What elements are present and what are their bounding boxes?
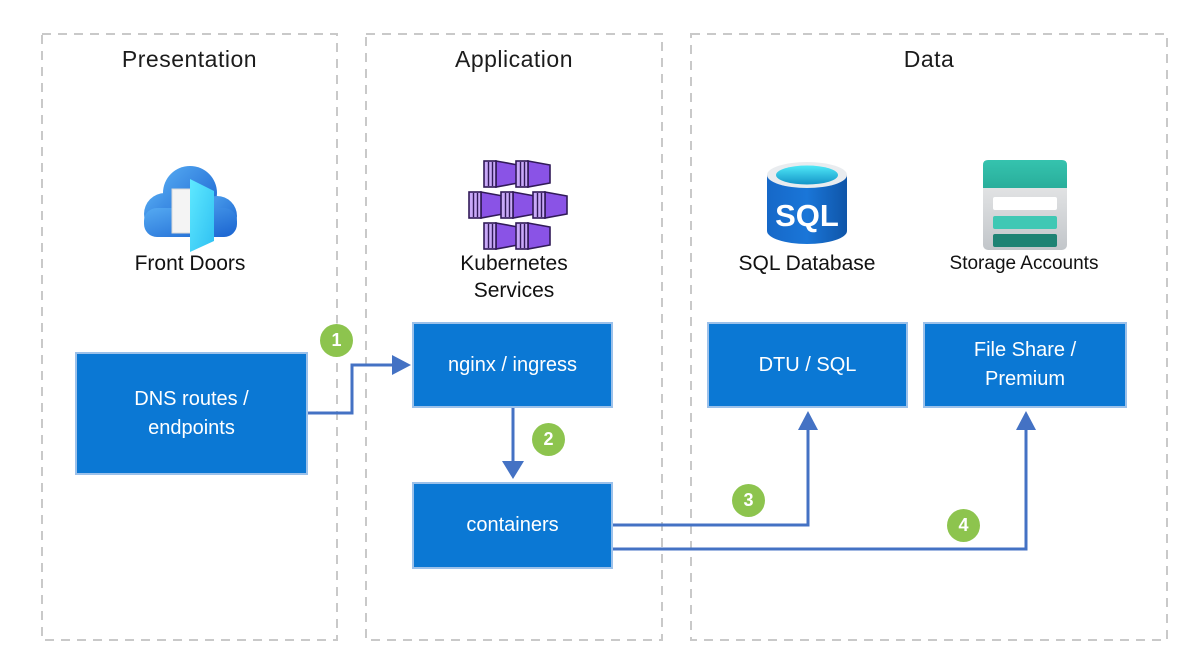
connector-containers-to-dtu xyxy=(613,429,810,527)
node-nginx-ingress: nginx / ingress xyxy=(412,322,613,408)
node-dns-routes-endpoints: DNS routes / endpoints xyxy=(75,352,308,475)
fileshare-box-line1: File Share / xyxy=(973,339,1077,361)
section-application: Application xyxy=(365,33,663,641)
step-badge-3: 3 xyxy=(732,484,765,517)
nginx-box-label: nginx / ingress xyxy=(448,353,577,376)
sql-database-label: SQL Database xyxy=(738,252,876,275)
node-containers: containers xyxy=(412,482,613,569)
step-badge-1: 1 xyxy=(320,324,353,357)
section-data: Data xyxy=(690,33,1168,641)
step-badge-2: 2 xyxy=(532,423,565,456)
sql-database-icon: SQL xyxy=(763,160,851,248)
storage-accounts-label: Storage Accounts xyxy=(949,253,1099,274)
dns-box-line1: DNS routes / xyxy=(134,387,249,410)
application-dashed-border xyxy=(365,33,663,641)
section-title-presentation: Presentation xyxy=(121,46,258,72)
node-file-share-premium: File Share / Premium xyxy=(923,322,1127,408)
front-doors-label: Front Doors xyxy=(134,252,246,275)
containers-box-label: containers xyxy=(466,514,559,536)
storage-accounts-icon xyxy=(983,160,1067,250)
kubernetes-services-label: Kubernetes Services xyxy=(416,250,612,304)
arrowhead-dns-to-nginx xyxy=(392,355,411,375)
arrowhead-containers-to-dtu xyxy=(798,411,818,430)
connector-dns-to-nginx xyxy=(308,363,394,415)
section-title-application: Application xyxy=(454,46,574,72)
arrowhead-nginx-to-containers xyxy=(502,461,524,479)
step-badge-4: 4 xyxy=(947,509,980,542)
kubernetes-label-line2: Services xyxy=(473,279,555,302)
arrowhead-containers-to-fileshare xyxy=(1016,411,1036,430)
data-dashed-border xyxy=(690,33,1168,641)
fileshare-box-line2: Premium xyxy=(984,368,1065,390)
connector-containers-to-fileshare xyxy=(613,429,1028,551)
kubernetes-services-icon xyxy=(468,158,572,254)
kubernetes-label-line1: Kubernetes xyxy=(460,252,568,275)
node-dtu-sql: DTU / SQL xyxy=(707,322,908,408)
front-doors-icon xyxy=(142,162,238,254)
sql-icon-text: SQL xyxy=(775,198,839,233)
dtu-box-label: DTU / SQL xyxy=(758,353,857,376)
section-title-data: Data xyxy=(903,46,955,72)
dns-box-line2: endpoints xyxy=(148,416,235,439)
